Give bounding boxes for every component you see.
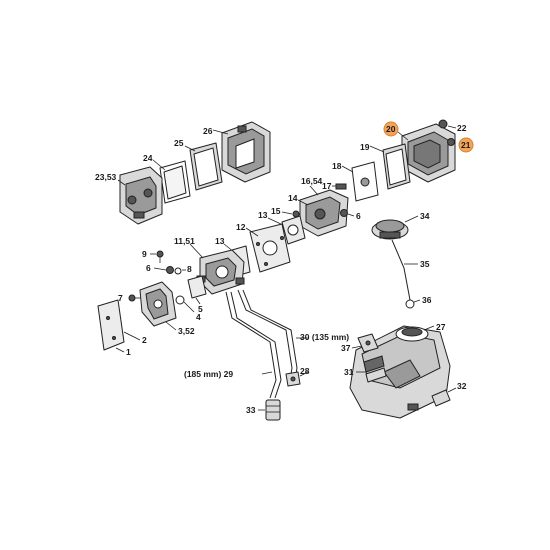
part-28-fitting[interactable] <box>285 371 301 387</box>
part-19-filter[interactable] <box>382 143 411 190</box>
part-37-clip[interactable] <box>357 333 379 353</box>
part-33-fuel-filter[interactable] <box>265 399 281 421</box>
part-22-screw[interactable] <box>438 119 448 129</box>
label-4: 4 <box>196 312 201 322</box>
part-36-retainer[interactable] <box>405 299 415 309</box>
label-23: 23,53 <box>95 172 117 182</box>
part-18-filter[interactable] <box>351 161 379 202</box>
part-1-heat-shield[interactable] <box>97 299 125 351</box>
part-31-damper[interactable] <box>363 355 387 383</box>
label-27: 27 <box>436 322 446 332</box>
part-9-screw[interactable] <box>156 250 164 263</box>
part-13-gasket-upper[interactable] <box>281 215 306 245</box>
label-33: 33 <box>246 405 256 415</box>
part-5-gasket[interactable] <box>187 275 207 299</box>
label-8: 8 <box>187 264 192 274</box>
label-35: 35 <box>420 259 430 269</box>
label-31: 31 <box>344 367 354 377</box>
label-11: 11,51 <box>174 236 195 246</box>
part-20-filter-cover[interactable] <box>401 123 456 183</box>
part-24-filter[interactable] <box>159 160 191 204</box>
part-3-manifold[interactable] <box>139 281 177 327</box>
part-hoses[interactable] <box>225 289 298 399</box>
label-18: 18 <box>332 161 342 171</box>
label-37: 37 <box>341 343 351 353</box>
part-11-carburetor[interactable] <box>196 249 245 295</box>
part-26-filter-cover[interactable] <box>221 121 271 183</box>
part-7-screw[interactable] <box>128 294 142 302</box>
label-6a: 6 <box>146 263 151 273</box>
label-30: 30 (135 mm) <box>300 332 349 342</box>
label-28: 28 <box>300 366 310 376</box>
label-24: 24 <box>143 153 153 163</box>
label-32: 32 <box>457 381 467 391</box>
label-34: 34 <box>420 211 430 221</box>
label-15: 15 <box>271 206 281 216</box>
part-25-filter[interactable] <box>189 142 223 191</box>
label-16: 16,54 <box>301 176 323 186</box>
label-22: 22 <box>457 123 467 133</box>
part-32-foot[interactable] <box>431 389 451 407</box>
part-15-spacer[interactable] <box>292 210 300 218</box>
label-26: 26 <box>203 126 213 136</box>
part-12-intake-flange[interactable] <box>249 223 291 273</box>
label-13a: 13 <box>258 210 268 220</box>
label-2: 2 <box>142 335 147 345</box>
label-36: 36 <box>422 295 432 305</box>
part-4-washer[interactable] <box>175 295 185 305</box>
label-25: 25 <box>174 138 184 148</box>
part-6-nut-a[interactable] <box>166 266 174 274</box>
label-21: 21 <box>461 140 471 150</box>
label-5: 5 <box>198 304 203 314</box>
label-6b: 6 <box>356 211 361 221</box>
part-17-screw[interactable] <box>335 183 347 190</box>
part-8-washer[interactable] <box>174 267 182 275</box>
label-17: 17 <box>322 181 332 191</box>
label-9: 9 <box>142 249 147 259</box>
part-23-filter-base[interactable] <box>119 166 163 225</box>
label-14: 14 <box>288 193 298 203</box>
label-3: 3,52 <box>178 326 195 336</box>
label-1: 1 <box>126 347 131 357</box>
label-20: 20 <box>386 124 396 134</box>
part-34-fuel-cap[interactable] <box>371 219 409 240</box>
label-19: 19 <box>360 142 370 152</box>
part-21-nut[interactable] <box>447 138 455 146</box>
label-13b: 13 <box>215 236 225 246</box>
label-12: 12 <box>236 222 246 232</box>
part-6-nut-b[interactable] <box>340 209 348 217</box>
label-7: 7 <box>118 293 123 303</box>
label-29: (185 mm) 29 <box>184 369 233 379</box>
